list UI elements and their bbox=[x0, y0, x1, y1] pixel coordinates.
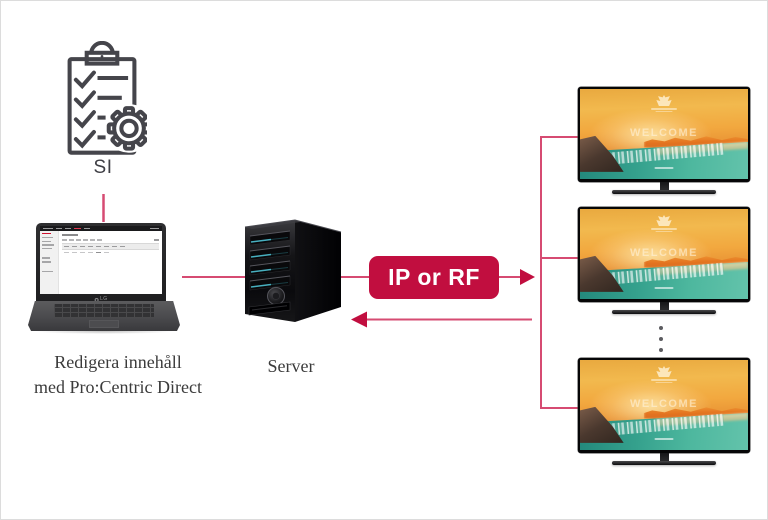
coast-ridge bbox=[643, 136, 748, 148]
screen-footer-mark bbox=[654, 438, 674, 441]
app-toolbar bbox=[62, 239, 159, 241]
ip-or-rf-badge: IP or RF bbox=[369, 256, 499, 299]
server-bottom-vent bbox=[248, 301, 291, 316]
app-body bbox=[40, 231, 162, 294]
lg-logo-text: LG bbox=[100, 296, 108, 302]
tv-3: WELCOME bbox=[578, 358, 750, 465]
tv-2: WELCOME bbox=[578, 207, 750, 314]
tv-stand-base bbox=[612, 461, 716, 465]
laptop-caption-line2: med Pro:Centric Direct bbox=[34, 377, 202, 397]
screen-footer-mark bbox=[654, 167, 674, 170]
tv-stand-base bbox=[612, 310, 716, 314]
tv-frame: WELCOME bbox=[578, 358, 750, 453]
app-page-title-bar bbox=[62, 234, 78, 236]
si-label: SI bbox=[93, 157, 113, 178]
laptop-shadow bbox=[34, 329, 174, 334]
tv-frame: WELCOME bbox=[578, 207, 750, 302]
hotel-crest-icon bbox=[656, 95, 672, 106]
tv-stand-neck bbox=[659, 302, 669, 310]
server-illustration bbox=[244, 219, 342, 322]
app-topbar bbox=[40, 226, 162, 231]
laptop-caption-line1: Redigera innehåll bbox=[54, 352, 182, 372]
tv-stand-neck bbox=[659, 182, 669, 190]
tv-frame: WELCOME bbox=[578, 87, 750, 182]
app-table-row bbox=[62, 250, 159, 253]
laptop-illustration: LG bbox=[28, 221, 180, 334]
left-arrowhead-icon bbox=[351, 311, 367, 328]
hotel-name-mark bbox=[651, 379, 677, 381]
server-top-face bbox=[245, 220, 302, 229]
welcome-text: WELCOME bbox=[630, 126, 698, 139]
tv-welcome-screen: WELCOME bbox=[580, 360, 748, 450]
server-side-face bbox=[295, 220, 341, 322]
app-content bbox=[59, 231, 162, 294]
laptop-touchpad bbox=[89, 320, 119, 328]
laptop-keyboard bbox=[53, 304, 155, 318]
laptop-caption: Redigera innehåll med Pro:Centric Direct bbox=[6, 350, 230, 400]
procentric-app-screenshot bbox=[40, 226, 162, 294]
server-label: Server bbox=[267, 356, 315, 376]
laptop-keyboard-deck bbox=[28, 301, 180, 331]
more-tvs-ellipsis-dot bbox=[659, 337, 663, 341]
app-table-header bbox=[62, 243, 159, 250]
tv-1: WELCOME bbox=[578, 87, 750, 194]
coast-ridge bbox=[643, 407, 748, 419]
right-arrowhead-icon bbox=[520, 269, 535, 285]
hotel-name-mark bbox=[651, 228, 677, 230]
lg-logo-ring bbox=[94, 297, 99, 302]
coast-ridge bbox=[643, 256, 748, 268]
more-tvs-ellipsis-dot bbox=[659, 326, 663, 330]
hotel-crest-icon bbox=[656, 215, 672, 226]
hotel-crest-icon bbox=[656, 366, 672, 377]
more-tvs-ellipsis-dot bbox=[659, 348, 663, 352]
checklist-gear-icon bbox=[67, 41, 147, 155]
hotel-subtitle-mark bbox=[655, 382, 673, 383]
welcome-text: WELCOME bbox=[630, 246, 698, 259]
welcome-text: WELCOME bbox=[630, 397, 698, 410]
tv-trunk-line bbox=[540, 136, 579, 409]
tv-stand-base bbox=[612, 190, 716, 194]
tv-welcome-screen: WELCOME bbox=[580, 209, 748, 299]
server-drive-bays bbox=[249, 230, 291, 291]
laptop-screen: LG bbox=[36, 223, 166, 303]
hotel-name-mark bbox=[651, 108, 677, 110]
screen-footer-mark bbox=[654, 287, 674, 290]
app-sidebar bbox=[40, 231, 59, 294]
tv-welcome-screen: WELCOME bbox=[580, 89, 748, 179]
tv-stand-neck bbox=[659, 453, 669, 461]
hotel-subtitle-mark bbox=[655, 231, 673, 232]
hotel-subtitle-mark bbox=[655, 111, 673, 112]
